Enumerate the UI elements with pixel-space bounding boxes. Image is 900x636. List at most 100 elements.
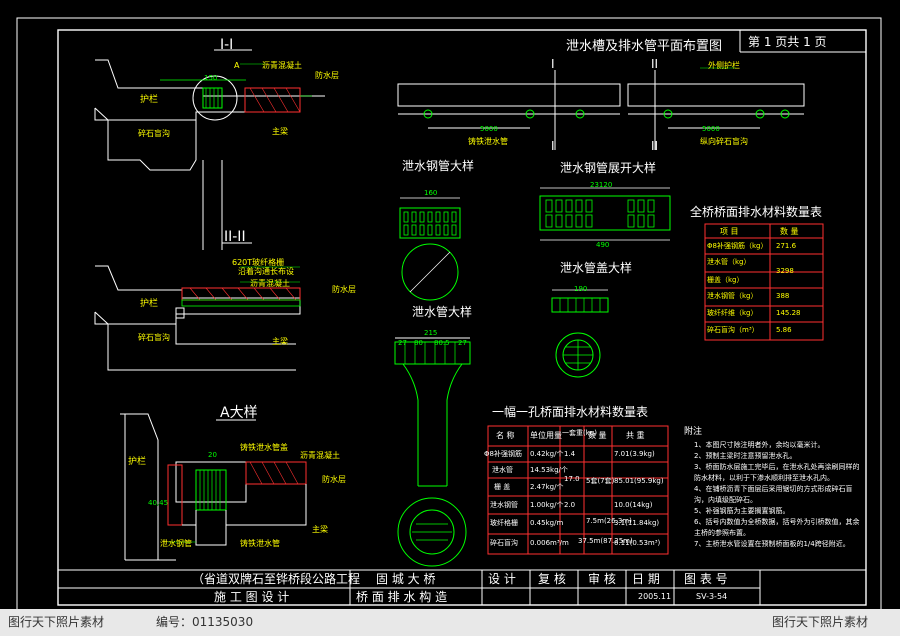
totals-cell: 5.86 — [776, 326, 792, 334]
dim-215: 215 — [424, 329, 438, 337]
label-design: 设 计 — [488, 572, 516, 586]
dim-40-45: 40,45 — [148, 499, 169, 507]
label-gravel-trench: 纵向碎石盲沟 — [700, 137, 748, 146]
label-a: A — [234, 61, 240, 70]
watermark-footer: 图行天下照片素材 编号：01135030 图行天下照片素材 — [0, 609, 900, 636]
watermark-id: 编号：01135030 — [156, 615, 254, 629]
totals-cell: 泄水管（kg） — [707, 258, 751, 266]
plan-title: 泄水槽及排水管平面布置图 — [566, 39, 723, 54]
single-cell: 0.45kg/m — [530, 519, 564, 527]
single-cell: 0.006m³/m — [530, 539, 569, 547]
single-header: 共 重 — [626, 431, 645, 440]
section-mark: I — [551, 57, 555, 71]
label-asphalt: 沥青混凝土 — [300, 451, 340, 460]
single-cell: 碎石盲沟 — [490, 539, 518, 547]
totals-cell: 碎石盲沟（m³） — [707, 326, 759, 334]
single-cell: 10.0(14kg) — [614, 501, 653, 509]
single-cell: 栅 盖 — [494, 483, 511, 491]
label-cast-pipe: 铸铁泄水管 — [240, 539, 280, 548]
totals-cell: 泄水钢管（kg） — [707, 292, 758, 300]
dim-top: 27 — [398, 339, 407, 347]
watermark-left: 图行天下照片素材 — [8, 615, 105, 629]
label-asphalt-layer: 沥青混凝土 — [250, 279, 290, 288]
dim-right: 5000 — [702, 125, 720, 133]
label-approve: 审 核 — [588, 572, 616, 586]
note-item: 5、补强钢筋为主要搁置钢筋。 — [694, 507, 790, 515]
label-sheet-no: 图 表 号 — [684, 572, 728, 586]
single-cell: 37.5m(87.25m) — [578, 537, 633, 545]
steel-pipe-title: 泄水钢管大样 — [402, 159, 475, 173]
single-cell: 14.53kg/个 — [530, 466, 568, 474]
section-mark: II — [651, 139, 659, 153]
single-table-title: 一幅一孔桥面排水材料数量表 — [492, 405, 649, 419]
single-cell: 1.4 — [564, 450, 576, 458]
dim-190: 190 — [574, 285, 588, 293]
single-cell: 泄水管 — [492, 466, 513, 474]
note-item: 4、在铺桥沥青下面层后采用锯切的方式形成碎石盲沟，内填级配碎石。 — [694, 485, 853, 504]
note-item: 1、本图尺寸除注明者外，余均以毫米计。 — [694, 441, 825, 449]
totals-cell: 栅盖（kg） — [707, 276, 744, 284]
single-cell: 1.00kg/个 — [530, 501, 564, 509]
label-rail: 护栏 — [140, 299, 159, 309]
label-setting: 沿着沟通长布设 — [238, 267, 294, 276]
section-mark: I — [551, 139, 555, 153]
note-item: 2、预制主梁时注意预留泄水孔。 — [694, 452, 797, 460]
label-rail: 护栏 — [140, 95, 159, 105]
label-steel-pipe: 泄水钢管 — [160, 539, 192, 548]
section-1-title: I-I — [220, 37, 234, 53]
totals-table-title: 全桥桥面排水材料数量表 — [690, 205, 823, 219]
single-cell: 0.11(0.53m³) — [614, 539, 661, 547]
dim-150: 150 — [204, 74, 218, 82]
single-cell: 3.1(11.84kg) — [614, 519, 660, 527]
label-beam: 主梁 — [312, 525, 328, 534]
totals-cell: Φ8补强钢筋（kg） — [707, 242, 768, 250]
design-stage: 施 工 图 设 计 — [214, 590, 290, 604]
section-mark: II — [651, 57, 659, 71]
label-asphalt: 沥青混凝土 — [262, 61, 302, 70]
label-beam: 主梁 — [272, 127, 288, 136]
watermark-right: 图行天下照片素材 — [772, 615, 869, 629]
label-review: 复 核 — [538, 572, 566, 586]
dim-top: 80.5 — [434, 339, 450, 347]
dim-left: 5000 — [480, 125, 498, 133]
dim-23120: 23120 — [590, 181, 613, 189]
label-outer-rail: 外侧护栏 — [708, 61, 740, 70]
label-fiber: 620T玻纤格栅 — [232, 258, 285, 267]
single-header: 单位用量 — [530, 431, 562, 440]
detail-a-title: A大样 — [220, 405, 258, 421]
notes-title: 附注 — [684, 427, 703, 437]
label-waterproof: 防水层 — [315, 71, 339, 80]
date-value: 2005.11 — [638, 592, 672, 601]
totals-cell: 388 — [776, 292, 790, 300]
sheet-no-value: SV-3-54 — [696, 592, 728, 601]
section-2-title: II-II — [224, 229, 246, 245]
single-cell: 7.5m(26.3m) — [586, 517, 632, 525]
single-cell: 0.42kg/个 — [530, 450, 564, 458]
note-item: 6、括号内数值为全桥数据，括号外为引桥数值，其余主桥的参照布置。 — [694, 518, 860, 537]
single-cell: Φ8补强钢筋 — [484, 450, 522, 458]
single-cell: 2.0 — [564, 501, 576, 509]
page-number: 第 1 页共 1 页 — [748, 35, 827, 49]
pipe-title: 泄水管大样 — [412, 305, 473, 319]
single-cell: 玻纤格栅 — [490, 519, 518, 527]
notes-block: 附注 1、本图尺寸除注明者外，余均以毫米计。 2、预制主梁时注意预留泄水孔。 3… — [684, 424, 860, 550]
bridge-name: 固 城 大 桥 — [376, 572, 436, 586]
single-header: 一套重(kg) — [562, 429, 597, 437]
expand-title: 泄水钢管展开大样 — [560, 161, 657, 175]
label-cast-pipe: 铸铁泄水管 — [468, 137, 508, 146]
single-cell: 85.01(95.9kg) — [614, 477, 664, 485]
single-cell: 5套(7套) — [586, 477, 615, 485]
label-beam: 主梁 — [272, 337, 288, 346]
single-header: 名 称 — [496, 431, 515, 440]
totals-header: 数 量 — [780, 227, 799, 236]
totals-cell: 玻纤纤维（kg） — [707, 309, 758, 317]
label-date: 日 期 — [632, 572, 660, 586]
dim-160: 160 — [424, 189, 438, 197]
dim-490: 490 — [596, 241, 610, 249]
totals-cell: 145.28 — [776, 309, 801, 317]
single-cell: 17.0 — [564, 475, 580, 483]
note-item: 3、桥面防水层施工完毕后，在泄水孔处再涂刷同样的防水材料，以利于下渗水顺利排至泄… — [694, 463, 860, 482]
label-gravel: 碎石盲沟 — [138, 129, 170, 138]
